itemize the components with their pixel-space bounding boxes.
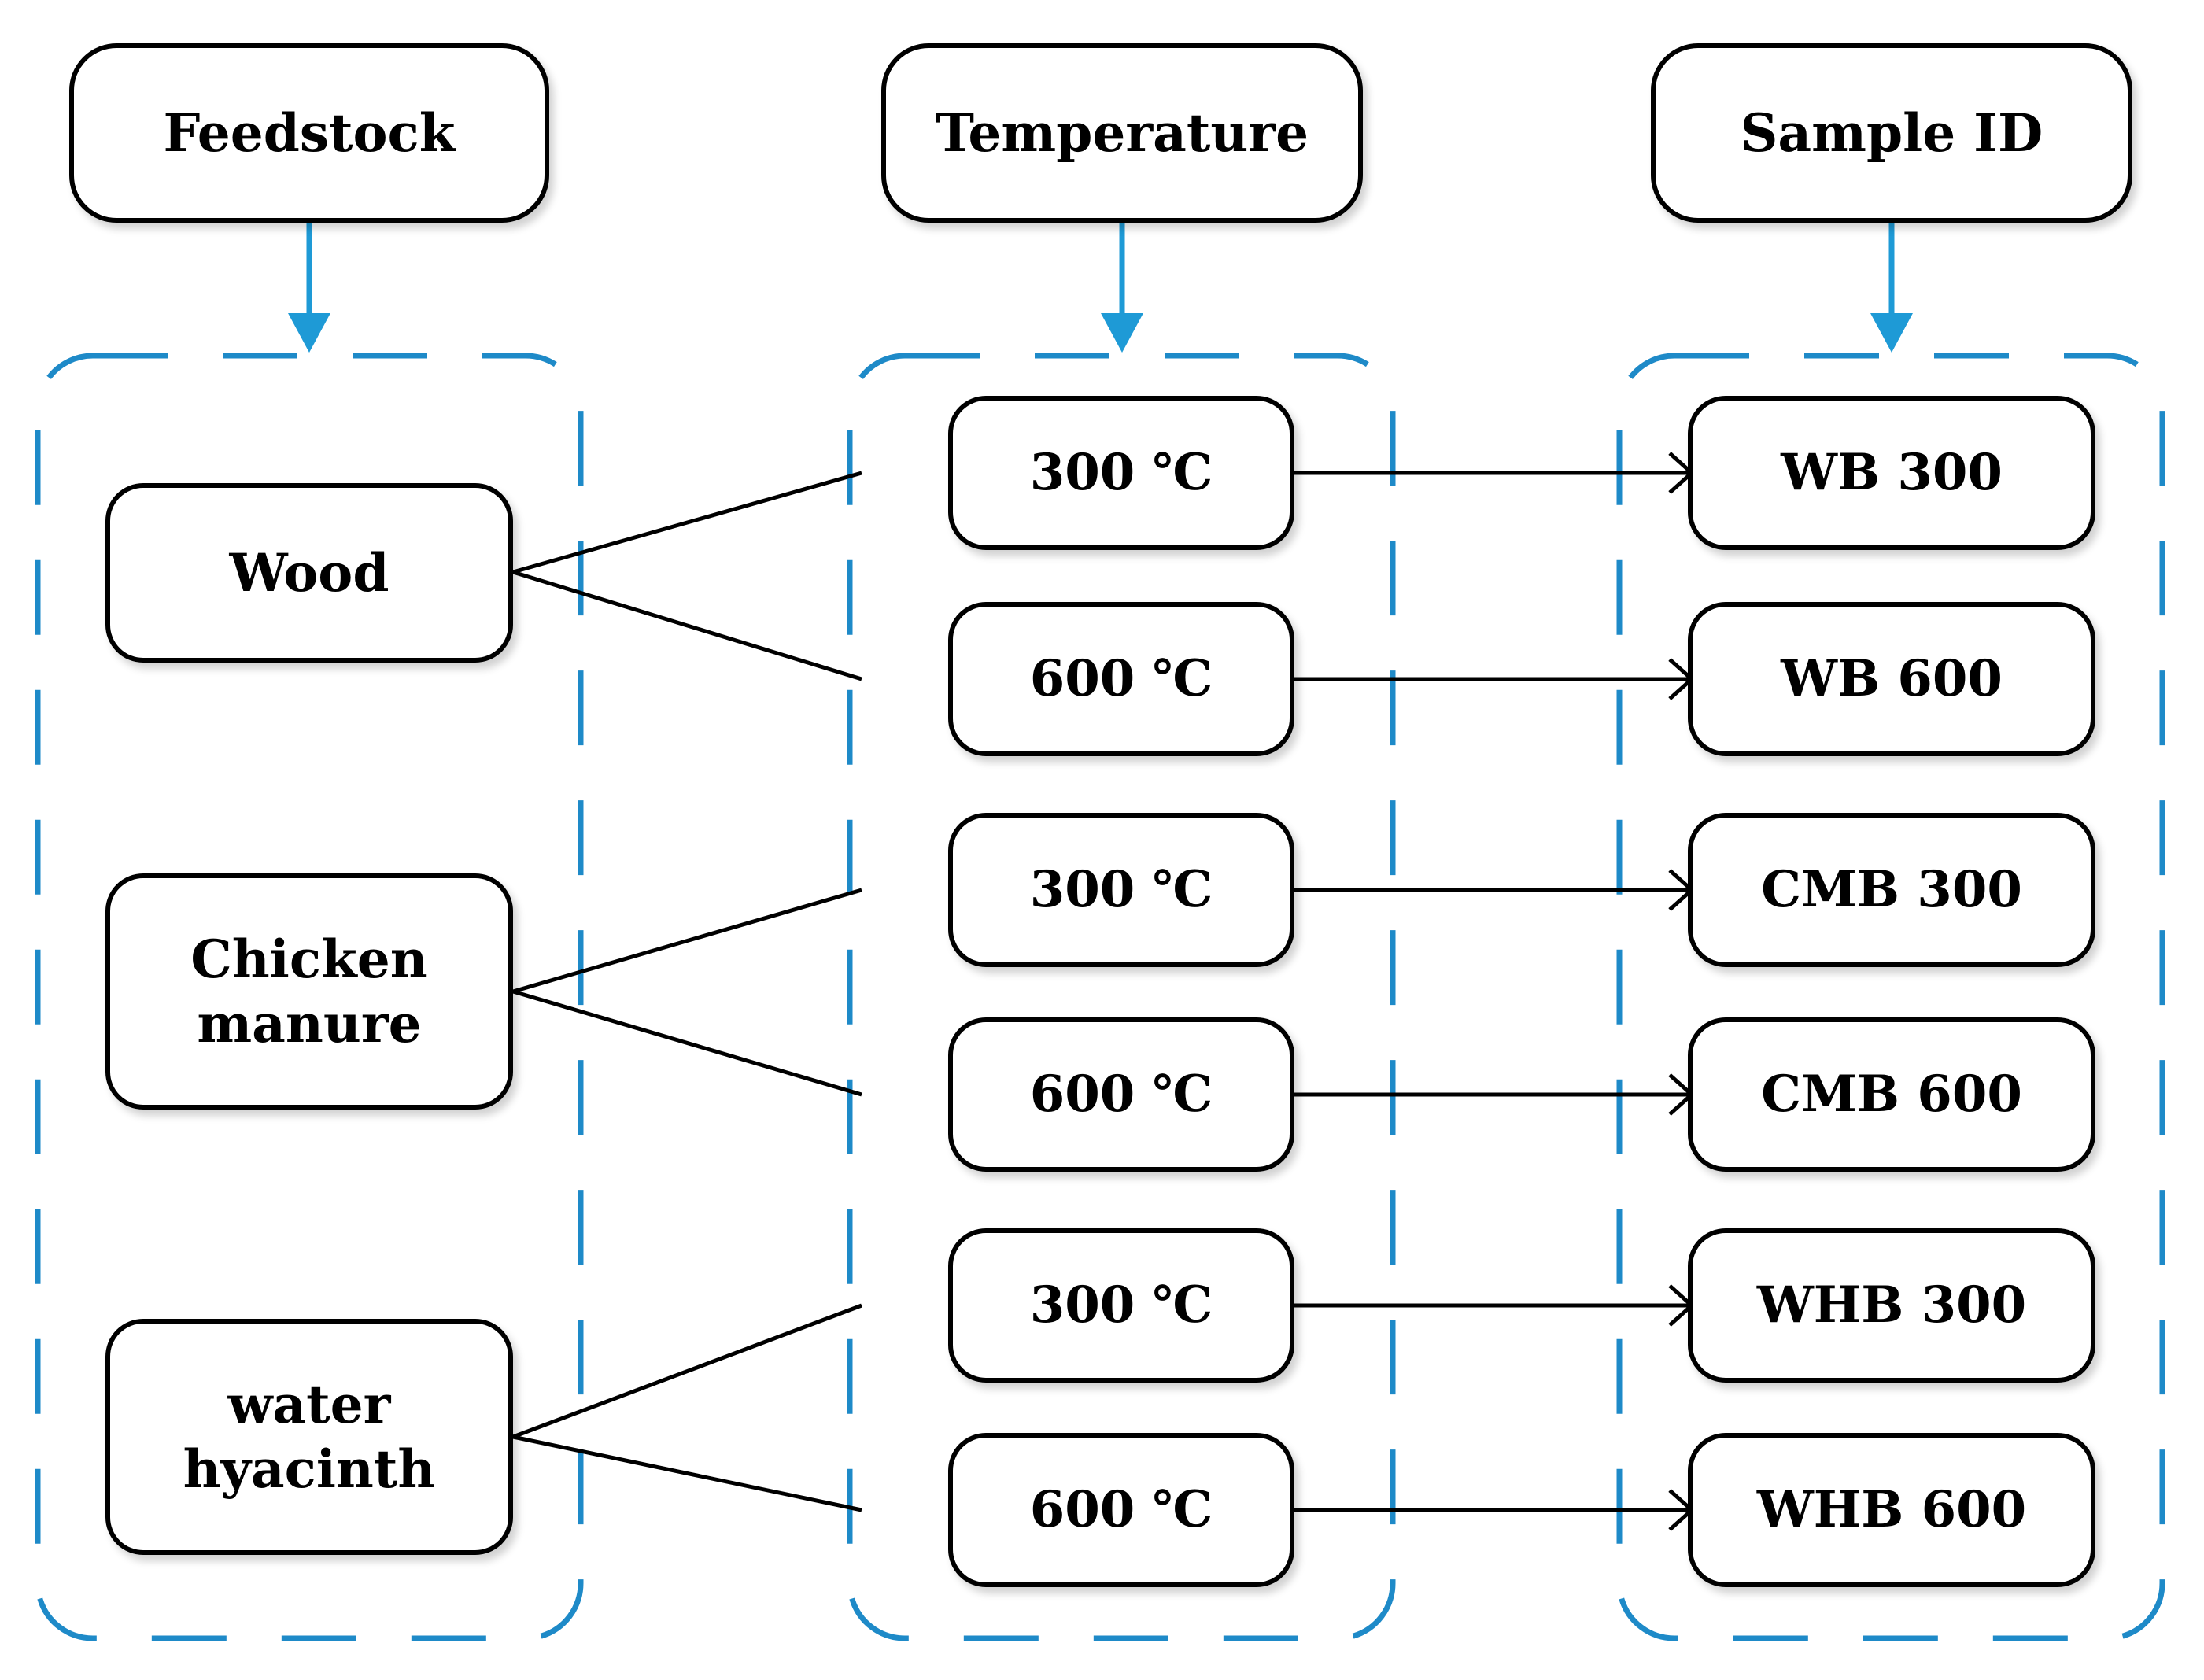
header-arrow-feedstock [288, 220, 330, 353]
connector-arrow-4 [1293, 1073, 1695, 1116]
temperature-node-chicken-300: 300 ℃ [948, 813, 1294, 967]
temperature-node-hyacinth-300: 300 ℃ [948, 1228, 1294, 1383]
feedstock-group-box [35, 353, 584, 1641]
header-arrow-temperature [1101, 220, 1143, 353]
temperature-node-chicken-600: 600 ℃ [948, 1017, 1294, 1172]
sample-id-node-whb600: WHB 600 [1688, 1433, 2095, 1587]
fanout-lines-chicken-manure [512, 888, 862, 1097]
connector-arrow-3 [1293, 869, 1695, 911]
connector-arrow-2 [1293, 658, 1695, 700]
sample-id-node-cmb600: CMB 600 [1688, 1017, 2095, 1172]
temperature-group-box [847, 353, 1396, 1641]
connector-arrow-5 [1293, 1284, 1695, 1327]
fanout-lines-wood [512, 471, 862, 681]
sample-id-node-wb300: WB 300 [1688, 396, 2095, 550]
sample-id-node-wb600: WB 600 [1688, 602, 2095, 756]
connector-arrow-6 [1293, 1489, 1695, 1531]
header-arrow-sample-id [1870, 220, 1913, 353]
header-temperature: Temperature [881, 43, 1363, 223]
sample-id-group-box [1616, 353, 2165, 1641]
temperature-node-hyacinth-600: 600 ℃ [948, 1433, 1294, 1587]
feedstock-node-wood: Wood [105, 483, 513, 663]
fanout-lines-water-hyacinth [512, 1303, 862, 1512]
header-feedstock: Feedstock [69, 43, 549, 223]
feedstock-node-water-hyacinth: water hyacinth [105, 1319, 513, 1555]
temperature-node-wood-600: 600 ℃ [948, 602, 1294, 756]
feedstock-node-chicken-manure: Chicken manure [105, 873, 513, 1110]
temperature-node-wood-300: 300 ℃ [948, 396, 1294, 550]
header-sample-id: Sample ID [1651, 43, 2132, 223]
sample-id-node-whb300: WHB 300 [1688, 1228, 2095, 1383]
connector-arrow-1 [1293, 452, 1695, 494]
sample-id-node-cmb300: CMB 300 [1688, 813, 2095, 967]
